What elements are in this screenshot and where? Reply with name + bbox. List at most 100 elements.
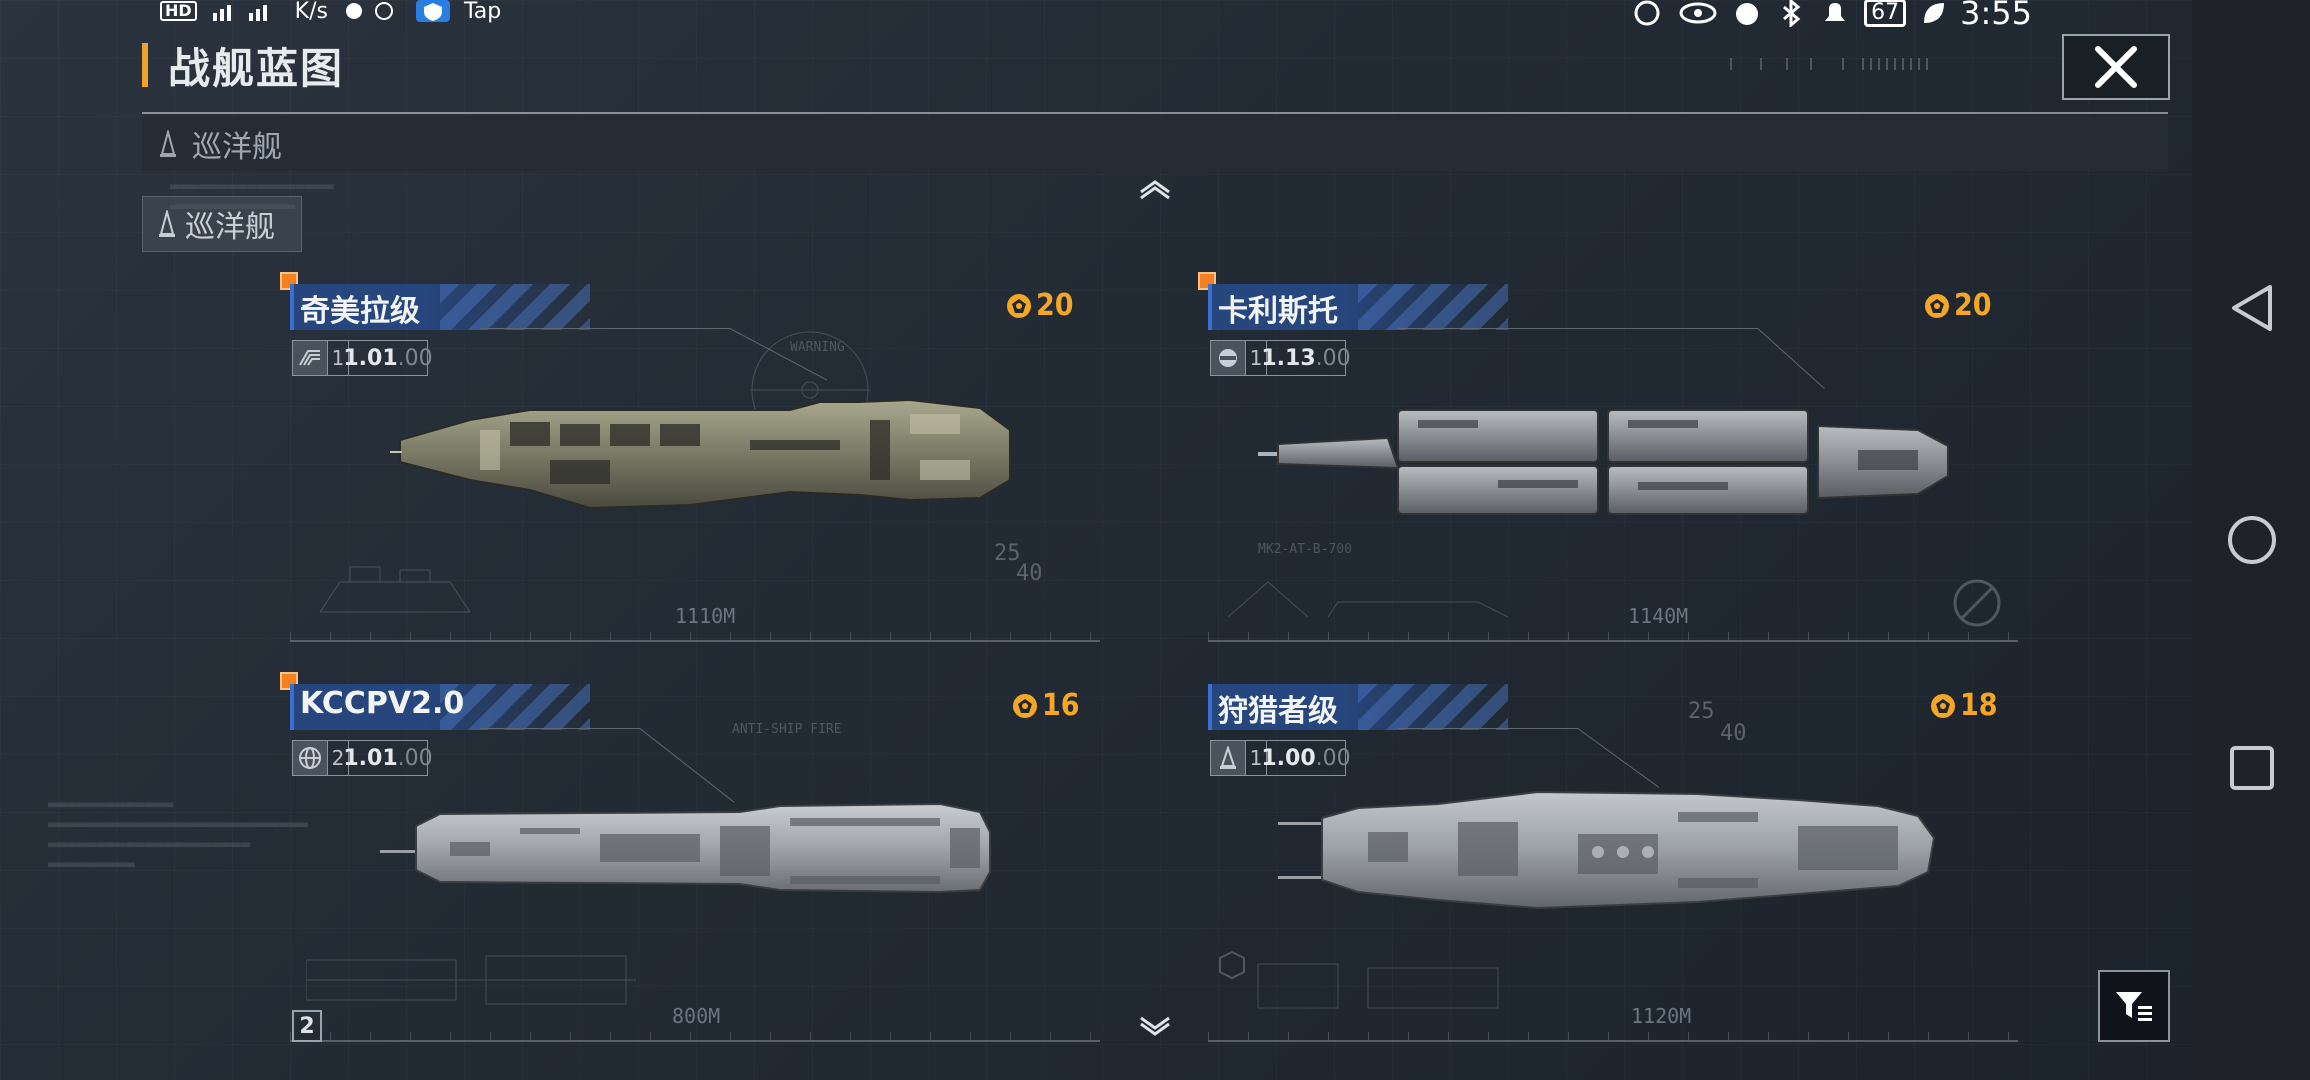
recents-button[interactable]	[2222, 738, 2282, 798]
alarm-icon	[1736, 3, 1759, 25]
ruler-ticks	[1208, 632, 2018, 640]
antiship-label: ANTI-SHIP FIRE	[732, 722, 842, 737]
stat-main: 1.00	[1261, 745, 1316, 771]
category-dropdown[interactable]: 巡洋舰	[142, 116, 2168, 171]
blueprint-sketch	[1219, 950, 1499, 1009]
nfc-icon	[1634, 0, 1660, 26]
home-circle-icon	[2228, 516, 2276, 564]
level: 1	[1245, 341, 1266, 375]
ship-name: 奇美拉级	[300, 294, 420, 329]
leader-line	[1398, 728, 1578, 729]
ship-card[interactable]: 卡利斯托 20 1 1.13.00 MK2-AT-B-700 1140M	[1198, 272, 2018, 642]
stat-main: 1.13	[1261, 345, 1316, 371]
status-bar-right: 67 3:55	[1630, 0, 2032, 32]
scroll-down-chevron-icon[interactable]	[1138, 1016, 1172, 1038]
ship-name: KCCPV2.0	[300, 686, 465, 721]
stat-value: 1.01.00	[343, 741, 433, 775]
ruler-baseline	[1208, 640, 2018, 642]
stat-dim: .00	[397, 345, 433, 371]
ruler-baseline	[1208, 1040, 2018, 1042]
leaf-icon	[1924, 3, 1945, 23]
ring-emblem	[1953, 579, 2001, 627]
back-button[interactable]	[2222, 278, 2282, 338]
cruiser-icon	[159, 210, 175, 237]
leader-line	[480, 728, 640, 729]
warning-reticle	[750, 331, 870, 440]
stat-value: 1.01.00	[343, 341, 433, 375]
cost-badge: 20	[1924, 288, 1992, 323]
stat-dim: .00	[1315, 745, 1351, 771]
cost-emblem-icon	[1931, 693, 1955, 718]
leader-line	[1757, 328, 1825, 389]
title-bar: 战舰蓝图	[142, 40, 344, 93]
subcategory-label: 巡洋舰	[185, 210, 275, 245]
filter-button[interactable]	[2098, 970, 2170, 1042]
ship-image	[1258, 409, 1949, 515]
bg-deco-text: ▬▬▬▬▬▬▬▬▬▬▬▬▬▬▬▬▬▬▬▬▬▬▬▬▬▬▬▬▬▬▬▬▬▬▬▬▬▬▬▬…	[48, 794, 309, 873]
name-strip	[1208, 284, 1508, 330]
ship-length: 1120M	[1631, 1004, 1692, 1028]
back-triangle-icon	[2232, 285, 2272, 331]
close-button[interactable]	[2062, 34, 2170, 100]
ruler-ticks	[290, 632, 1100, 640]
cost-badge: 18	[1930, 688, 1998, 723]
scale-number: 25	[994, 541, 1021, 566]
leader-line	[480, 328, 730, 329]
ruler-baseline	[290, 640, 1100, 642]
stat-box: 1 1.00.00	[1210, 740, 1351, 776]
home-button[interactable]	[2222, 510, 2282, 570]
mk2-label: MK2-AT-B-700	[1258, 542, 1352, 557]
signal-icon	[212, 5, 267, 21]
scale-number: 40	[1016, 561, 1043, 586]
ship-image	[1278, 790, 1936, 910]
mute-icon	[1825, 3, 1846, 21]
page-number: 2	[292, 1010, 322, 1042]
ship-length: 1110M	[675, 604, 736, 628]
shield-app-icon	[415, 0, 450, 22]
status-bar-left: HD K/s Tap	[160, 0, 501, 24]
bluetooth-icon	[1783, 0, 1801, 27]
stat-value: 1.13.00	[1261, 341, 1351, 375]
eye-icon	[1679, 2, 1717, 24]
recents-square-icon	[2230, 746, 2274, 790]
ruler-ticks	[290, 1032, 1100, 1040]
ship-card[interactable]: 奇美拉级 20 1 1.01.00 WARNING 25 40 1110M	[280, 272, 1100, 642]
scale-number: 25	[1688, 699, 1715, 724]
name-strip	[290, 284, 590, 330]
cost-emblem-icon	[1007, 293, 1031, 318]
leader-line	[1398, 328, 1758, 329]
blueprint-sketch	[320, 566, 470, 613]
scroll-up-chevron-icon[interactable]	[1138, 178, 1172, 200]
ruler-ticks	[1208, 1032, 2018, 1040]
stat-dim: .00	[397, 745, 433, 771]
net-speed: K/s	[294, 0, 328, 24]
page-title: 战舰蓝图	[168, 43, 345, 93]
system-nav-bar	[2192, 0, 2310, 1080]
stat-box: 1 1.01.00	[292, 340, 433, 376]
clock: 3:55	[1960, 0, 2032, 32]
ship-emblem-icon	[1211, 741, 1245, 775]
cruiser-icon	[160, 129, 176, 157]
header-divider	[142, 112, 2168, 114]
qq-icon	[345, 2, 393, 20]
category-label: 巡洋舰	[192, 129, 282, 165]
chevron-emblem-icon	[293, 341, 327, 375]
stat-box: 1 1.13.00	[1210, 340, 1351, 376]
battery-icon: 67	[1864, 0, 1907, 27]
ship-card[interactable]: 狩猎者级 18 1 1.00.00 25 40 1120M	[1208, 672, 2018, 1042]
cost-badge: 20	[1006, 288, 1074, 323]
ship-length: 1140M	[1628, 604, 1689, 628]
ship-name: 狩猎者级	[1218, 694, 1338, 729]
stat-main: 1.01	[343, 345, 398, 371]
subcategory-tab[interactable]: 巡洋舰	[142, 196, 302, 252]
cost-value: 20	[1954, 288, 1992, 323]
level: 1	[327, 341, 348, 375]
cost-emblem-icon	[1925, 293, 1949, 318]
blueprint-sketch	[1228, 581, 1509, 618]
hd-indicator: HD	[160, 1, 197, 21]
stat-main: 1.01	[343, 745, 398, 771]
ship-card[interactable]: KCCPV2.0 16 2 1.01.00 ANTI-SHIP FIRE 800…	[280, 672, 1100, 1042]
filter-icon	[2116, 992, 2152, 1021]
ship-image	[380, 802, 991, 894]
cost-value: 20	[1036, 288, 1074, 323]
